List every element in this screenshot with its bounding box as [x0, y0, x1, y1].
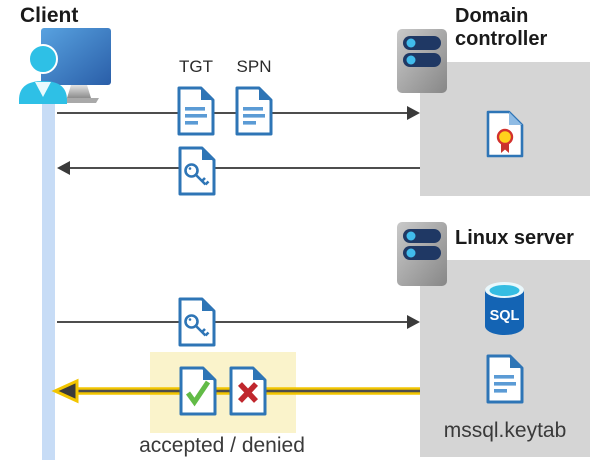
server-icon: [397, 29, 447, 93]
arrow-left-icon: [57, 161, 420, 175]
sql-badge-label: SQL: [490, 308, 520, 324]
accepted-document-icon: [179, 366, 217, 416]
client-user-monitor-icon: [19, 28, 111, 104]
keytab-document-icon: [486, 354, 524, 404]
spn-label: SPN: [236, 57, 272, 76]
result-label: accepted / denied: [139, 434, 305, 457]
server-icon: [397, 222, 447, 286]
monitor-icon: [41, 28, 111, 85]
result-highlight-box: [150, 352, 296, 433]
linux-server-label: Linux server: [455, 227, 574, 249]
monitor-stand: [67, 85, 91, 98]
client-label: Client: [20, 4, 79, 27]
sql-database-icon: SQL: [485, 282, 524, 335]
client-lifeline: [42, 96, 55, 460]
tgt-label: TGT: [179, 57, 213, 76]
monitor-base: [63, 98, 99, 103]
denied-document-icon: [229, 366, 267, 416]
user-icon: [19, 44, 67, 104]
keytab-filename-label: mssql.keytab: [443, 419, 567, 442]
key-ticket-document-icon: [178, 146, 216, 196]
arrow-right-icon: [57, 315, 420, 329]
certificate-icon: [486, 110, 524, 158]
key-ticket-document-icon: [178, 297, 216, 347]
ticket-document-icon: [235, 86, 273, 136]
domain-controller-label: Domain controller: [455, 5, 548, 50]
ticket-document-icon: [177, 86, 215, 136]
